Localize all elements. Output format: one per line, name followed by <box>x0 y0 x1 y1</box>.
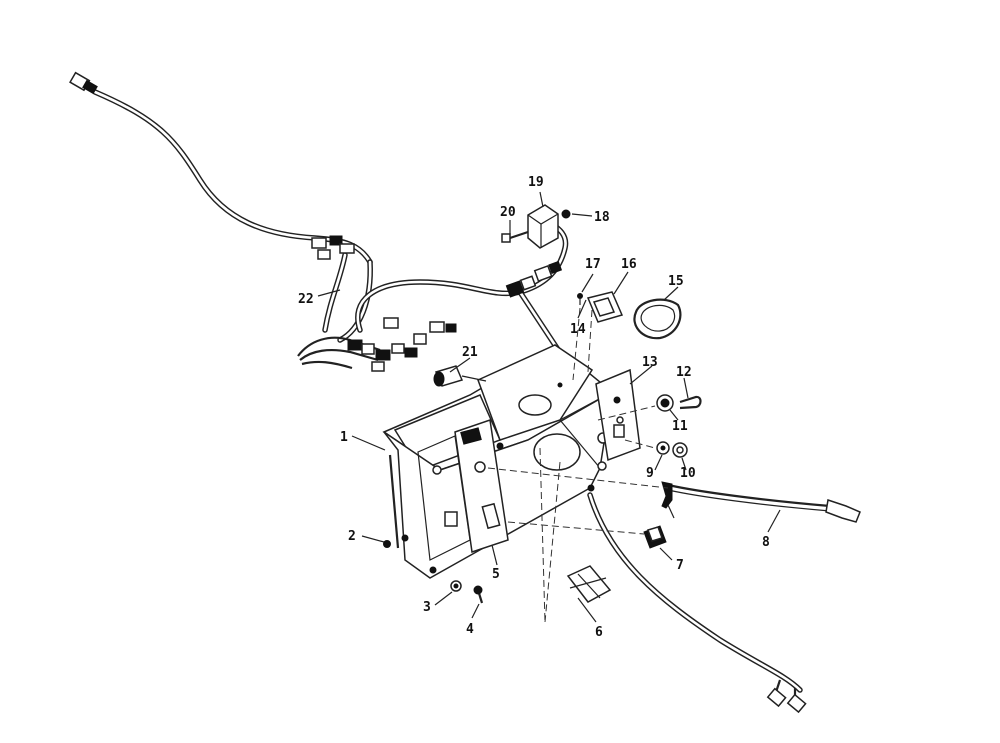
switch-icon <box>643 525 667 549</box>
terminal-cluster-icon <box>297 317 457 372</box>
knob-icon <box>672 442 688 458</box>
decal-plate <box>444 418 509 553</box>
part-label-11: 11 <box>672 419 688 434</box>
cable-assembly <box>661 481 861 523</box>
center-connectors-icon <box>505 260 563 298</box>
wiring-harness <box>92 89 803 693</box>
lamp-socket-icon <box>433 365 487 387</box>
part-label-9: 9 <box>646 466 654 481</box>
part-label-19: 19 <box>528 175 544 190</box>
screw-icon <box>577 293 583 305</box>
part-label-8: 8 <box>762 535 770 550</box>
part-label-2: 2 <box>348 529 356 544</box>
part-label-22: 22 <box>298 292 314 307</box>
washer-icon <box>656 441 670 455</box>
panel-housing <box>382 344 614 579</box>
projection-lines <box>487 307 669 623</box>
right-decal-plate <box>595 368 641 462</box>
screw-icon-lower <box>473 585 484 604</box>
part-label-17: 17 <box>585 257 601 272</box>
part-label-15: 15 <box>668 274 684 289</box>
grommet-icon <box>656 394 674 412</box>
harness-connectors-icon <box>311 235 355 260</box>
part-label-13: 13 <box>642 355 658 370</box>
part-label-7: 7 <box>676 558 684 573</box>
part-label-1: 1 <box>340 430 348 445</box>
gasket-icon <box>586 291 624 323</box>
bottom-right-connector-icon <box>766 679 807 714</box>
part-label-3: 3 <box>423 600 431 615</box>
part-label-20: 20 <box>500 205 516 220</box>
part-label-16: 16 <box>621 257 637 272</box>
part-label-6: 6 <box>595 625 603 640</box>
bolt-icon <box>501 230 529 243</box>
top-left-connector-icon <box>69 71 98 95</box>
lens-icon <box>566 565 612 603</box>
clip-icon <box>679 395 702 410</box>
junction-block-icon <box>527 204 559 249</box>
part-label-21: 21 <box>462 345 478 360</box>
part-label-18: 18 <box>594 210 610 225</box>
part-label-14: 14 <box>570 322 586 337</box>
part-labels: 1 2 3 4 5 6 7 8 9 10 11 12 13 14 15 16 1… <box>298 175 770 640</box>
part-label-4: 4 <box>466 622 474 637</box>
lock-washer-icon <box>450 580 462 592</box>
nut-icon <box>561 209 571 219</box>
leader-lines <box>317 191 781 623</box>
bezel-icon <box>633 298 682 340</box>
part-label-5: 5 <box>492 567 500 582</box>
part-label-12: 12 <box>676 365 692 380</box>
part-label-10: 10 <box>680 466 696 481</box>
rivet-icon <box>383 540 391 548</box>
